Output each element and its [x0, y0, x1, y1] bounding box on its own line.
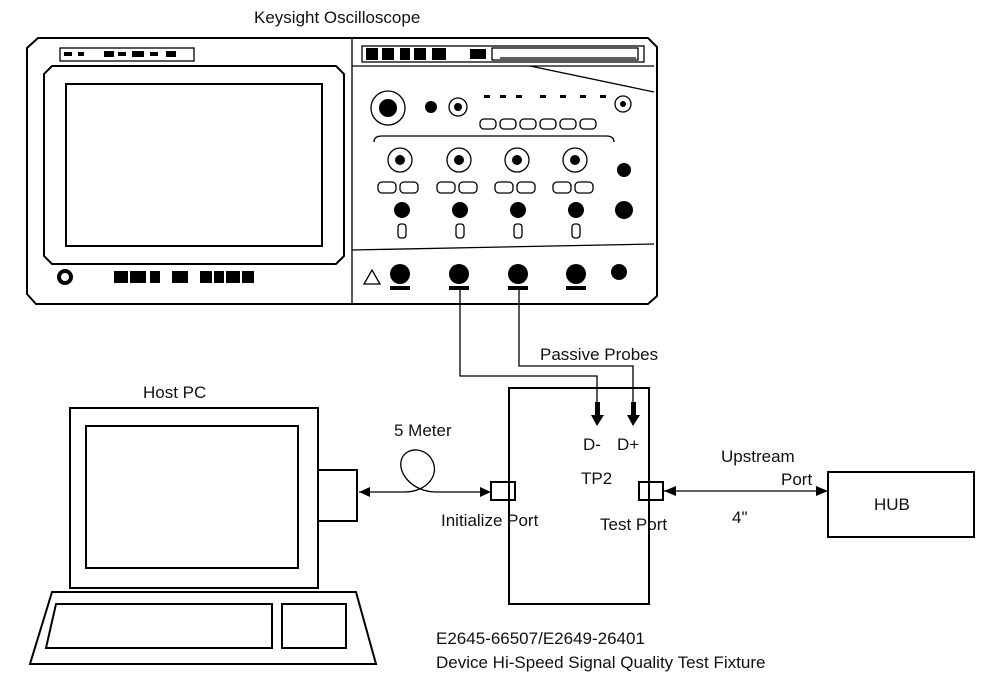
- probe-cable-d-minus: [459, 290, 598, 416]
- short-cable-label: 4": [732, 508, 748, 527]
- oscilloscope-title: Keysight Oscilloscope: [254, 8, 420, 27]
- passive-probes-label: Passive Probes: [540, 345, 658, 364]
- usb-cable-5m: [359, 449, 491, 497]
- d-plus-label: D+: [617, 435, 639, 454]
- hub-label: HUB: [874, 495, 910, 514]
- usb-cable-4in: [664, 486, 828, 496]
- upstream-port-label: Port: [781, 470, 812, 489]
- cable-length-label: 5 Meter: [394, 421, 452, 440]
- tp2-label: TP2: [581, 469, 612, 488]
- fixture-name: Device Hi-Speed Signal Quality Test Fixt…: [436, 653, 765, 672]
- oscilloscope-icon: [26, 37, 658, 305]
- initialize-port-connector: [490, 481, 516, 501]
- test-port-connector: [638, 481, 664, 501]
- hub-box: [827, 471, 975, 538]
- test-port-label: Test Port: [600, 515, 667, 534]
- test-fixture-board: [508, 387, 650, 605]
- upstream-label: Upstream: [721, 447, 795, 466]
- probe-cable-d-plus: [518, 290, 634, 416]
- probe-arrow-icon: [591, 402, 640, 426]
- d-minus-label: D-: [583, 435, 601, 454]
- host-pc-icon: [28, 407, 378, 665]
- initialize-port-label: Initialize Port: [441, 511, 539, 530]
- host-pc-label: Host PC: [143, 383, 206, 402]
- fixture-part-number: E2645-66507/E2649-26401: [436, 629, 645, 648]
